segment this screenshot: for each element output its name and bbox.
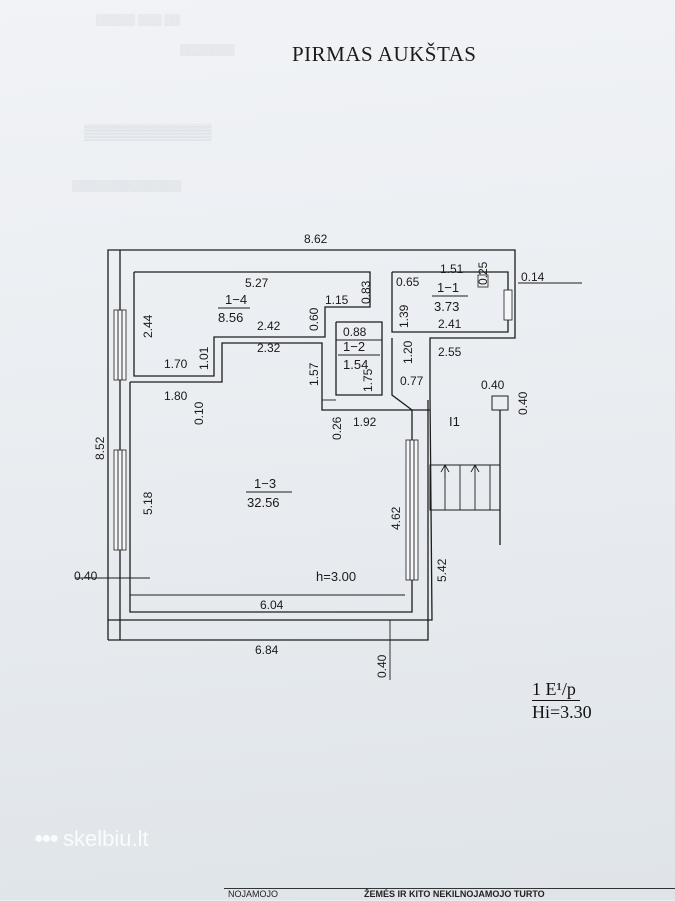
scale-fraction: 1 E¹/p [532, 678, 580, 701]
dim-r14-left: 2.44 [141, 314, 155, 338]
vent-symbol [477, 274, 489, 288]
footer-strip: NOJAMOJO ŽEMĖS IR KITO NEKILNOJAMOJO TUR… [224, 888, 675, 901]
dim-r13-top-left: 1.80 [164, 389, 188, 403]
room-1-1-area: 3.73 [434, 299, 459, 314]
dim-r12-inner: 1.75 [361, 368, 375, 392]
dim-r11-left-top: 0.65 [396, 275, 420, 289]
window-left-lower [113, 449, 127, 551]
dim-r12-wall: 0.77 [400, 374, 424, 388]
dim-r13-right: 4.62 [389, 506, 403, 530]
dim-r13-left: 5.18 [141, 491, 155, 515]
dim-r11-right: 0.14 [521, 270, 545, 284]
dim-r14-top: 5.27 [245, 276, 269, 290]
staircase [429, 464, 501, 511]
dim-r12-right: 1.20 [401, 340, 415, 364]
footer-right-text: ŽEMĖS IR KITO NEKILNOJAMOJO TURTO [364, 889, 545, 899]
dim-r13-wall: 0.10 [192, 401, 206, 425]
watermark-dots-icon: ●●● [34, 830, 59, 847]
dim-r11-top: 1.51 [440, 262, 464, 276]
dim-r14-bottom: 2.42 [257, 319, 281, 333]
page-title: PIRMAS AUKŠTAS [292, 42, 477, 66]
ceiling-height: h=3.00 [316, 569, 356, 584]
dim-r14-right: 0.83 [359, 280, 373, 304]
faded-print: ▒▒▒▒▒▒▒ [180, 44, 235, 56]
left-outer-wall [108, 400, 429, 641]
dim-r14-left-step: 1.70 [164, 357, 188, 371]
dim-r14-left-step-h: 1.01 [197, 346, 211, 370]
dim-r14-step-h: 0.60 [307, 307, 321, 331]
room-i1-id: I1 [449, 414, 460, 429]
faded-print: ▒▒▒▒▒▒▒▒▒▒▒▒ [84, 124, 212, 141]
dim-r14-bottom2: 2.32 [257, 341, 281, 355]
dim-stair-wall: 0.40 [481, 378, 505, 392]
corridor-wall [391, 338, 430, 411]
window-room-1-1 [503, 289, 513, 321]
footer-left-text: NOJAMOJO [228, 889, 279, 899]
watermark-text: skelbiu.lt [63, 826, 149, 851]
room-1-4-area: 8.56 [218, 310, 243, 325]
window-left-upper [113, 309, 127, 381]
dim-r14-step: 1.15 [325, 293, 349, 307]
faded-print: ▒▒▒▒▒ ▒▒▒ ▒▒ [96, 14, 181, 26]
room-1-3-area: 32.56 [247, 495, 280, 510]
room-1-1-id: 1−1 [437, 280, 459, 295]
faded-print: ▒▒▒▒▒▒▒▒▒▒▒▒▒▒ [72, 180, 182, 192]
dim-r12-top: 0.88 [343, 325, 367, 339]
room-1-4-id: 1−4 [225, 292, 247, 307]
outer-wall [107, 249, 516, 621]
room-1-3-wall [129, 342, 413, 613]
dim-wall-right-outer: 0.40 [516, 391, 530, 415]
dim-corridor-wall: 0.26 [330, 416, 344, 440]
room-1-3-id: 1−3 [254, 476, 276, 491]
dim-wall-left: 0.40 [74, 569, 98, 583]
scale-height: Hi=3.30 [532, 702, 592, 722]
dim-r11-left: 1.39 [397, 304, 411, 328]
room-1-1-wall [391, 271, 509, 333]
dim-corridor-width: 1.92 [353, 415, 377, 429]
dim-left-height: 8.52 [93, 436, 107, 460]
dim-top-width: 8.62 [304, 232, 328, 246]
dim-r11-bottom: 2.41 [438, 317, 462, 331]
dim-r12-left: 1.57 [307, 362, 321, 386]
dim-r13-right-outer: 5.42 [435, 558, 449, 582]
room-1-4-wall [133, 271, 371, 377]
window-right [405, 439, 419, 581]
dim-bottom-inner: 6.04 [260, 598, 284, 612]
scale-note: 1 E¹/p Hi=3.30 [532, 678, 592, 723]
watermark: ●●● skelbiu.lt [34, 826, 149, 852]
room-1-2-id: 1−2 [343, 339, 365, 354]
dim-wall-bottom: 0.40 [375, 654, 389, 678]
dim-bottom-outer: 6.84 [255, 643, 279, 657]
room-1-2-wall [335, 321, 383, 396]
dim-r11-top-right: 0.25 [476, 261, 490, 285]
room-1-2-area: 1.54 [343, 357, 368, 372]
column-symbol [491, 395, 509, 411]
dim-r11-bottom2: 2.55 [438, 345, 462, 359]
